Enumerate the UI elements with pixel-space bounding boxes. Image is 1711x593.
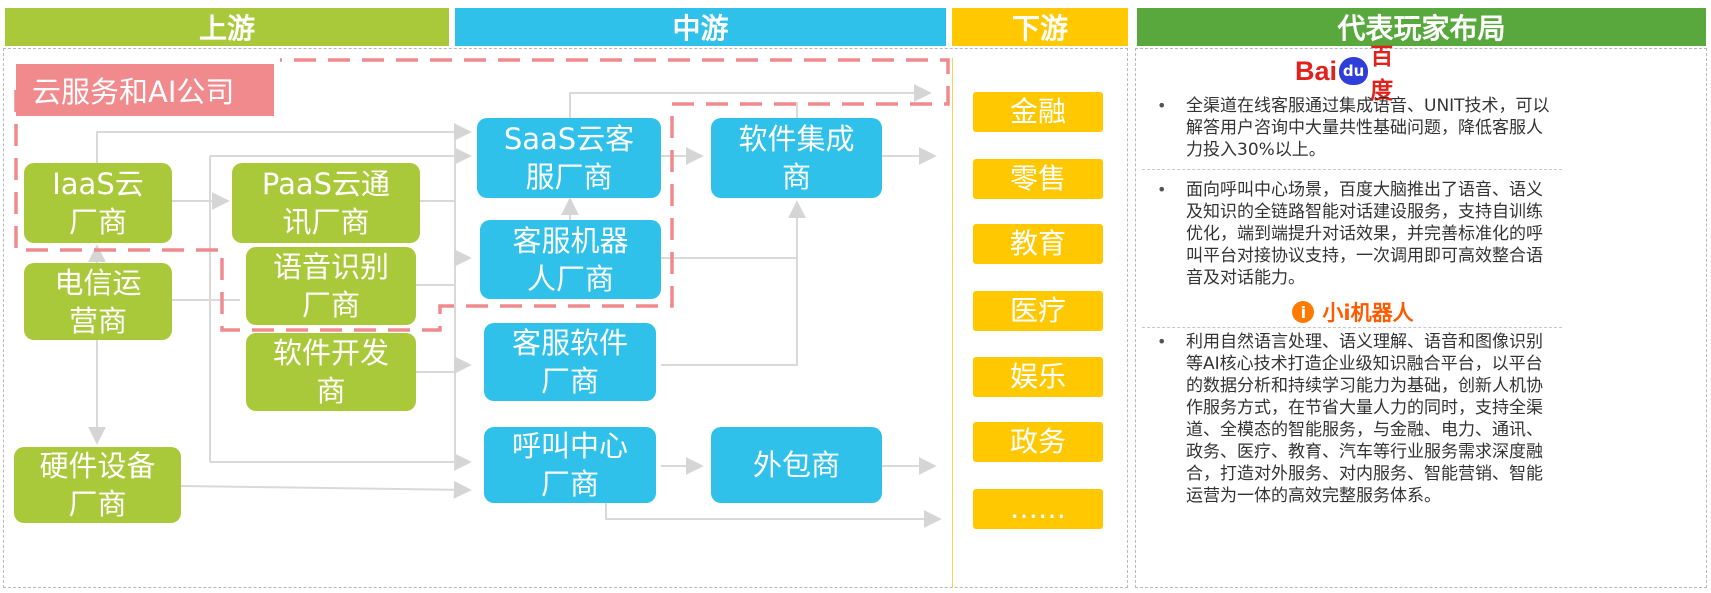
downstream-column-border	[952, 58, 1128, 588]
baidu-bullet-2: 面向呼叫中心场景，百度大脑推出了语音、语义及知识的全链路智能对话建设服务，支持自…	[1186, 180, 1543, 288]
header-players: 代表玩家布局	[1137, 8, 1706, 46]
cs-software-vendor-box: 客服软件 厂商	[484, 323, 656, 401]
service-robot-vendor-box: 客服机器 人厂商	[480, 220, 661, 299]
downstream-healthcare: 医疗	[973, 291, 1103, 331]
baidu-logo: Bai du 百度	[1295, 43, 1415, 103]
header-midstream: 中游	[455, 8, 946, 46]
telecom-operator-box: 电信运 营商	[24, 263, 172, 340]
xiaoi-icon: i	[1292, 301, 1315, 323]
hardware-vendor-box: 硬件设备 厂商	[14, 447, 181, 523]
iaas-cloud-vendor-box: IaaS云 厂商	[24, 163, 172, 243]
bullet-marker: •	[1157, 332, 1167, 351]
bullet-marker: •	[1157, 180, 1167, 199]
downstream-finance: 金融	[973, 92, 1103, 132]
downstream-government: 政务	[973, 422, 1103, 462]
downstream-more: ……	[973, 489, 1103, 529]
outsourcing-vendor-box: 外包商	[711, 427, 882, 503]
speech-recognition-vendor-box: 语音识别 厂商	[246, 247, 416, 325]
downstream-entertainment: 娱乐	[973, 357, 1103, 397]
baidu-bullet-1: 全渠道在线客服通过集成语音、UNIT技术，可以解答用户咨询中大量共性基础问题，降…	[1186, 96, 1550, 160]
paw-icon: du	[1339, 57, 1369, 85]
cloud-ai-companies-label: 云服务和AI公司	[16, 64, 274, 116]
paas-comm-vendor-box: PaaS云通 讯厂商	[232, 163, 420, 243]
call-center-vendor-box: 呼叫中心 厂商	[484, 427, 656, 503]
bullet-marker: •	[1157, 96, 1167, 115]
downstream-retail: 零售	[973, 159, 1103, 199]
separator	[1142, 169, 1562, 170]
software-integrator-box: 软件集成 商	[711, 118, 882, 198]
xiaoi-bullet-1: 利用自然语言处理、语义理解、语音和图像识别等AI核心技术打造企业级知识融合平台，…	[1186, 332, 1543, 506]
separator	[1142, 327, 1562, 328]
xiaoi-robot-logo: i 小i机器人	[1268, 298, 1438, 326]
xiaoi-logo-text: 小i机器人	[1322, 301, 1414, 325]
downstream-education: 教育	[973, 224, 1103, 264]
software-developer-box: 软件开发 商	[246, 333, 416, 411]
baidu-logo-left: Bai	[1295, 55, 1338, 86]
header-downstream: 下游	[952, 8, 1128, 46]
saas-service-vendor-box: SaaS云客 服厂商	[477, 118, 661, 198]
baidu-logo-right: 百度	[1370, 43, 1394, 103]
header-upstream: 上游	[5, 8, 449, 46]
